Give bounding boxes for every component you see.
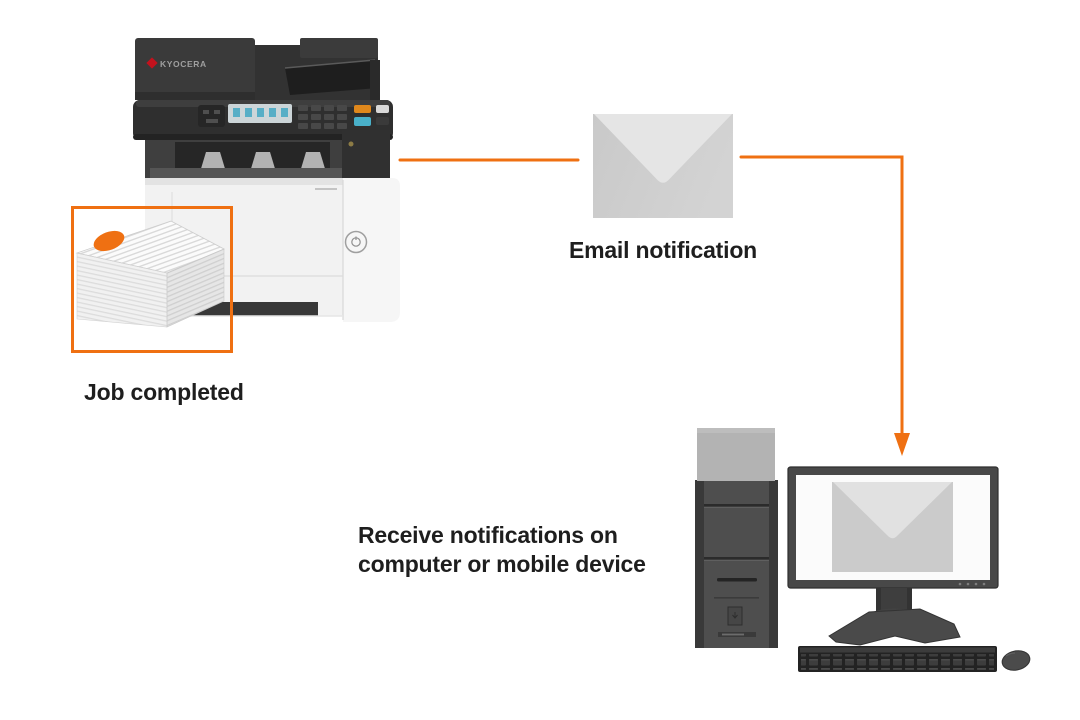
receive-line-1: Receive notifications on	[358, 522, 618, 548]
arrow-segment-envelope-to-computer	[739, 155, 904, 438]
printer-output-tray	[145, 130, 390, 185]
receive-notifications-label: Receive notifications on computer or mob…	[358, 521, 646, 579]
printer-start-button	[354, 105, 371, 113]
envelope-flap	[594, 114, 732, 183]
computer-tower	[695, 428, 778, 648]
monitor-stand	[828, 588, 961, 646]
email-notification-label: Email notification	[568, 237, 758, 263]
job-sticker-icon	[93, 230, 125, 252]
printer-control-panel	[133, 100, 393, 140]
printer-power-button	[344, 230, 368, 254]
printer-body	[145, 178, 400, 322]
computer-mouse	[1001, 650, 1031, 671]
computer-keyboard	[798, 646, 997, 672]
computer-monitor	[787, 466, 999, 646]
printer-keypad	[298, 105, 347, 129]
printer-illustration: KYOCERA	[133, 38, 400, 322]
receive-line-2: computer or mobile device	[358, 551, 646, 577]
monitor-envelope-icon	[832, 482, 953, 572]
paper-stack-icon	[75, 220, 225, 328]
computer-illustration	[695, 428, 1031, 672]
email-envelope-icon	[593, 114, 733, 218]
printer-stop-button	[354, 117, 371, 126]
job-completed-label: Job completed	[84, 379, 244, 405]
printer-adf	[135, 38, 380, 100]
job-completed-highlight-box	[71, 206, 233, 353]
printer-brand-text: KYOCERA	[160, 59, 207, 69]
